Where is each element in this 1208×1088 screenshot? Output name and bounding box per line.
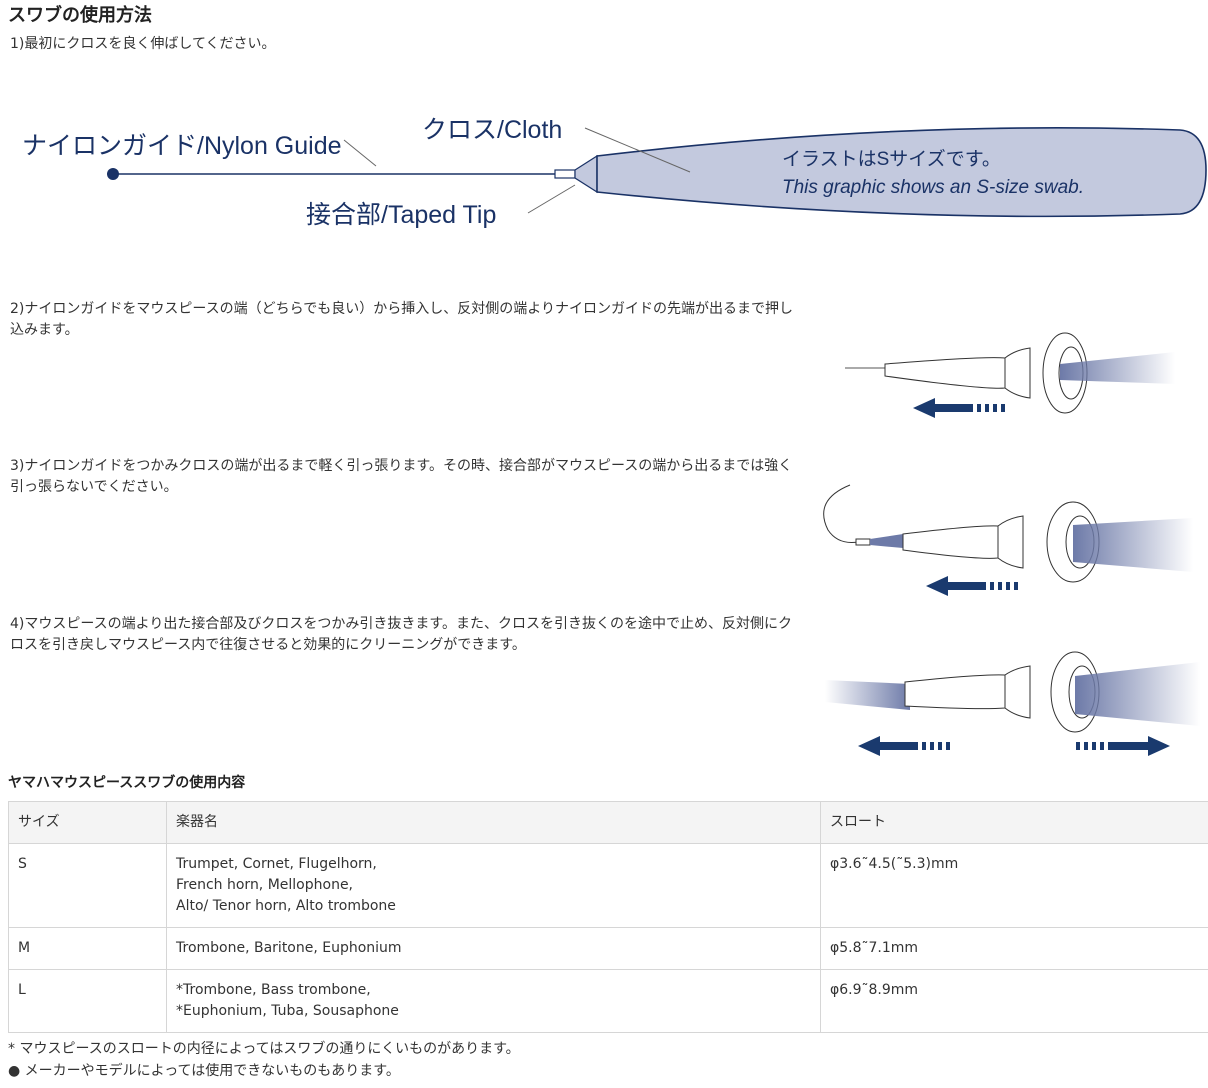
swab-diagram bbox=[107, 127, 1207, 218]
left-arrow-icon bbox=[926, 576, 1018, 596]
step-4-illustration bbox=[825, 651, 1200, 756]
step-2-text: 2)ナイロンガイドをマウスピースの端（どちらでも良い）から挿入し、反対側の端より… bbox=[10, 301, 793, 338]
section-title: ヤマハマウスピーススワブの使用内容 bbox=[8, 775, 246, 791]
table-row: M Trombone, Baritone, Euphonium φ5.8˜7.1… bbox=[8, 927, 1208, 970]
header-size: サイズ bbox=[8, 801, 167, 844]
swab-size-note-en: This graphic shows an S-size swab. bbox=[782, 177, 1085, 198]
taped-tip-shape bbox=[554, 154, 598, 194]
size-table: サイズ 楽器名 スロート S Trumpet, Cornet, Flugelho… bbox=[8, 801, 1208, 1033]
swab-size-note-ja: イラストはSサイズです。 bbox=[782, 149, 1001, 170]
taped-tip-label: 接合部/Taped Tip bbox=[306, 201, 497, 229]
page-title: スワブの使用方法 bbox=[8, 5, 152, 26]
step-3-text: 3)ナイロンガイドをつかみクロスの端が出るまで軽く引っ張ります。その時、接合部が… bbox=[10, 458, 793, 495]
cloth-label: クロス/Cloth bbox=[422, 116, 563, 144]
instrument-cell: *Trombone, Bass trombone, *Euphonium, Tu… bbox=[166, 969, 821, 1033]
left-arrow-icon bbox=[858, 736, 950, 756]
throat-cell: φ5.8˜7.1mm bbox=[820, 927, 1208, 970]
header-throat: スロート bbox=[820, 801, 1208, 844]
size-cell: L bbox=[8, 969, 167, 1033]
swab-size-note: イラストはSサイズです。 This graphic shows an S-siz… bbox=[782, 146, 1084, 202]
table-header-row: サイズ 楽器名 スロート bbox=[8, 801, 1208, 844]
step-2-illustration bbox=[845, 332, 1175, 418]
left-arrow-icon bbox=[913, 398, 1005, 418]
header-instrument: 楽器名 bbox=[166, 801, 821, 844]
leader-lines bbox=[343, 127, 691, 214]
cloth-shape bbox=[596, 127, 1207, 218]
instrument-cell: Trombone, Baritone, Euphonium bbox=[166, 927, 821, 970]
note-compatibility: ● メーカーやモデルによっては使用できないものもあります。 bbox=[8, 1063, 400, 1079]
notes: * マウスピースのスロートの内径によってはスワブの通りにくいものがあります。 ●… bbox=[8, 1038, 520, 1082]
throat-cell: φ6.9˜8.9mm bbox=[820, 969, 1208, 1033]
note-throat: * マウスピースのスロートの内径によってはスワブの通りにくいものがあります。 bbox=[8, 1041, 520, 1057]
nylon-guide-line bbox=[107, 168, 555, 180]
step-1-text: 1)最初にクロスを良く伸ばしてください。 bbox=[10, 36, 276, 52]
table-row: L *Trombone, Bass trombone, *Euphonium, … bbox=[8, 969, 1208, 1033]
size-cell: M bbox=[8, 927, 167, 970]
throat-cell: φ3.6˜4.5(˜5.3)mm bbox=[820, 843, 1208, 928]
table-row: S Trumpet, Cornet, Flugelhorn, French ho… bbox=[8, 843, 1208, 928]
right-arrow-icon bbox=[1076, 736, 1170, 756]
instrument-cell: Trumpet, Cornet, Flugelhorn, French horn… bbox=[166, 843, 821, 928]
size-cell: S bbox=[8, 843, 167, 928]
step-3-illustration bbox=[823, 484, 1193, 596]
nylon-guide-label: ナイロンガイド/Nylon Guide bbox=[22, 132, 342, 160]
step-4-text: 4)マウスピースの端より出た接合部及びクロスをつかみ引き抜きます。また、クロスを… bbox=[10, 616, 792, 653]
